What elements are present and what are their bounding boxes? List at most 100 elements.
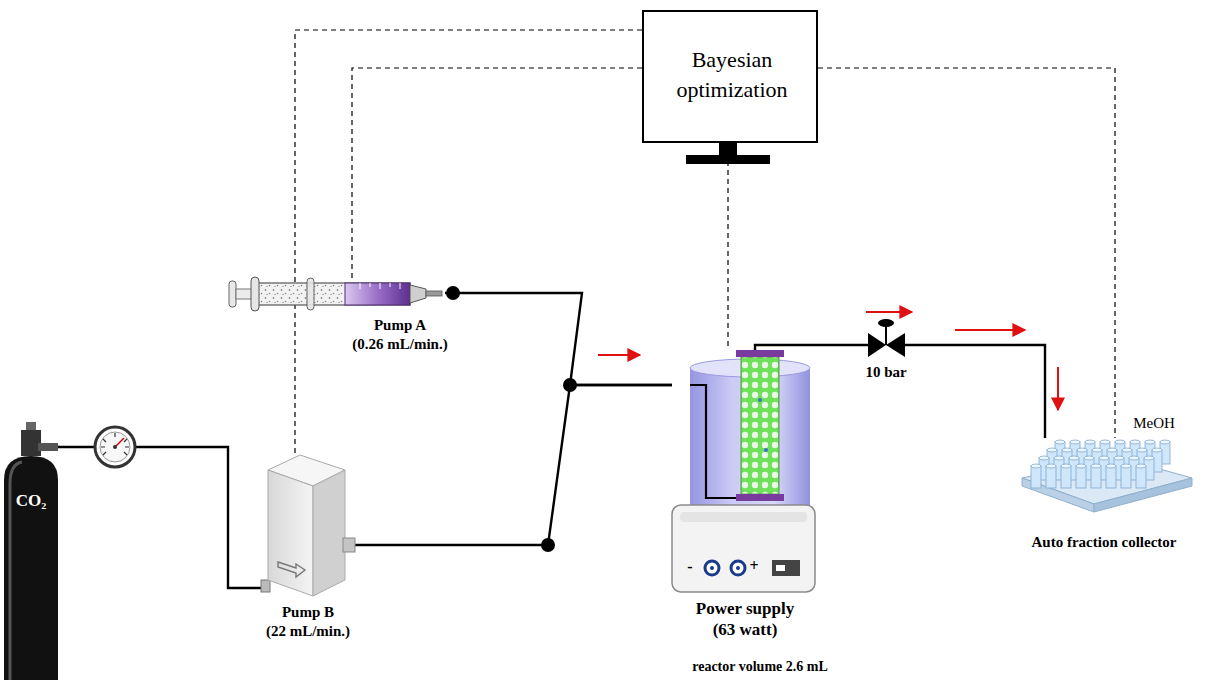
collection-tube	[1031, 464, 1041, 488]
fraction-collector: MeOHAuto fraction collector	[1025, 438, 1190, 508]
node-label: 10 bar	[851, 363, 921, 382]
collection-tube	[1100, 440, 1110, 444]
reactor	[690, 350, 810, 510]
control-signal-line	[295, 30, 642, 455]
collection-tube	[1106, 466, 1116, 488]
collection-tube	[1062, 448, 1072, 452]
collection-tube	[1069, 456, 1079, 460]
power-supply	[776, 565, 785, 571]
power-supply	[672, 505, 815, 592]
flow-arrow	[955, 329, 1025, 331]
collection-tube	[1137, 448, 1147, 452]
flow-tube	[755, 345, 868, 350]
pressure-gauge	[101, 433, 129, 455]
mass-flow-controller	[278, 562, 305, 577]
power-supply	[710, 566, 714, 570]
volume-note: reactor volume 2.6 mL	[660, 658, 860, 676]
power-supply	[736, 566, 740, 570]
reactor	[764, 448, 768, 452]
collection-tube	[1061, 466, 1071, 488]
collection-tube	[1077, 448, 1087, 452]
collection-tube	[1046, 466, 1056, 488]
collection-tube	[1121, 466, 1131, 488]
collection-tube	[1099, 456, 1109, 460]
flow-arrow	[866, 311, 912, 313]
flow-tube	[445, 293, 672, 385]
collection-tube	[1046, 464, 1056, 488]
collection-tube	[1136, 464, 1146, 468]
back-pressure-valve	[886, 333, 905, 357]
power-supply	[705, 561, 719, 575]
mass-flow-controller	[313, 470, 345, 596]
junction-dot	[541, 538, 555, 552]
syringe-pump: Pump A (0.26 mL/min.)	[230, 280, 445, 307]
syringe-pump	[307, 278, 314, 310]
collection-tube	[1031, 464, 1041, 468]
collection-tube	[1160, 440, 1170, 444]
co2-cylinder	[38, 443, 58, 451]
node-label: CO₂	[4, 490, 58, 511]
mass-flow-controller	[343, 538, 355, 552]
collection-tube	[1091, 464, 1101, 468]
collection-tube	[1114, 456, 1124, 460]
flow-arrow	[1057, 367, 1059, 410]
pressure-gauge	[100, 432, 130, 462]
reactor	[736, 494, 784, 501]
junction-dot	[541, 378, 577, 552]
syringe-pump	[345, 283, 410, 305]
syringe-pump	[410, 285, 426, 303]
collection-tube	[1152, 448, 1162, 452]
collection-tube	[1031, 466, 1041, 488]
collection-tube	[1106, 464, 1116, 488]
collection-tube	[1091, 466, 1101, 488]
node-label: Pump A (0.26 mL/min.)	[330, 316, 470, 354]
node-label: Power supply (63 watt)	[655, 598, 835, 641]
flow-arrow	[598, 354, 640, 356]
flow-arrow	[598, 312, 1058, 410]
collection-tube	[1061, 464, 1071, 488]
power-supply	[680, 512, 807, 522]
pressure-valve: 10 bar	[868, 333, 905, 357]
collection-tube	[1070, 440, 1080, 444]
collection-tube	[1084, 456, 1094, 460]
collection-tube	[1092, 448, 1102, 452]
control-signal-line	[727, 143, 728, 350]
collection-tube	[1039, 456, 1049, 460]
syringe-pump	[229, 277, 460, 311]
control-signal-line	[352, 68, 642, 280]
collection-tube	[1061, 464, 1071, 468]
collection-tube	[1085, 440, 1095, 444]
collection-tube	[1145, 440, 1155, 444]
flow-tube	[58, 447, 268, 588]
collection-tube	[1130, 440, 1140, 444]
junction-dot	[563, 378, 577, 392]
terminal-sign: -	[684, 557, 696, 577]
mass-flow-controller	[261, 455, 355, 596]
collection-tube	[1115, 440, 1125, 444]
optimizer-monitor: Bayesian optimization	[642, 10, 818, 143]
mass-flow-controller	[261, 580, 270, 592]
pressure-gauge	[95, 427, 135, 468]
back-pressure-valve	[885, 325, 887, 345]
syringe-pump	[446, 286, 460, 300]
node-label: MeOH	[1128, 414, 1180, 433]
node-label: Bayesian optimization	[644, 12, 820, 137]
control-signal-line	[818, 68, 1115, 438]
flow-tube	[345, 385, 672, 545]
plasma-reactor: Power supply (63 watt)	[672, 350, 815, 592]
collection-tube	[1136, 466, 1146, 488]
syringe-pump	[251, 277, 259, 311]
back-pressure-valve	[868, 319, 905, 357]
collection-tube	[1054, 456, 1064, 460]
collection-tube	[1129, 456, 1139, 460]
collection-tube	[1107, 448, 1117, 452]
syringe-pump	[426, 291, 442, 296]
collection-tube	[1136, 464, 1146, 488]
syringe-pump	[255, 283, 410, 305]
fraction-collector	[1022, 440, 1192, 512]
collection-tube	[1076, 464, 1086, 488]
power-supply	[731, 561, 745, 575]
reactor	[690, 385, 736, 498]
